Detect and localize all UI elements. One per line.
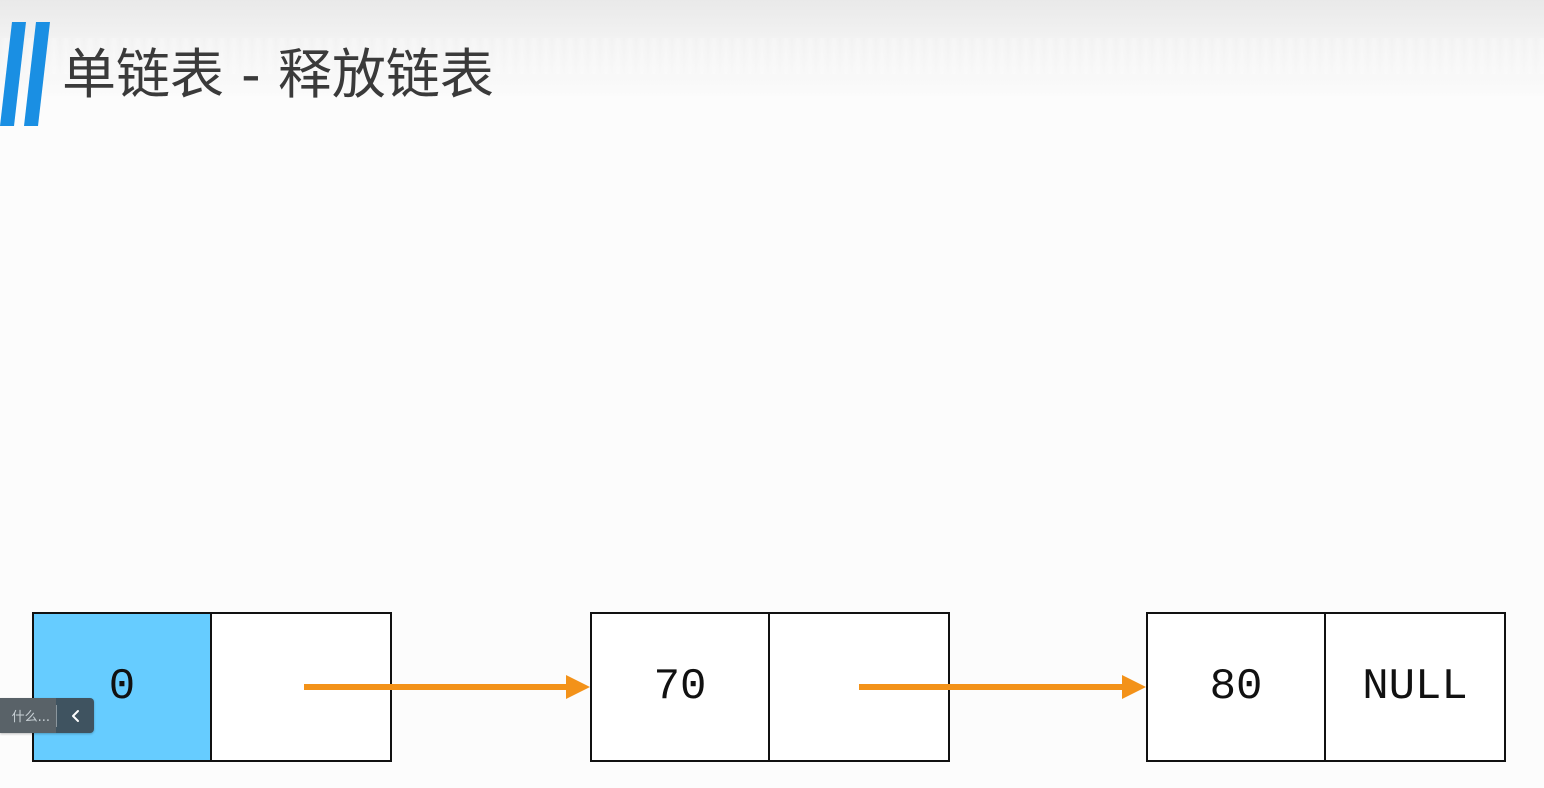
- list-node-head: 0: [32, 612, 392, 762]
- double-slash-icon: [0, 22, 50, 126]
- slide-title: 单链表 - 释放链表: [62, 43, 494, 106]
- toolbar-label[interactable]: 什么...: [0, 698, 56, 733]
- floating-toolbar: 什么...: [0, 698, 94, 733]
- list-node: 70: [590, 612, 950, 762]
- chevron-left-icon: [71, 709, 79, 722]
- node-next-cell: [212, 614, 390, 760]
- header-band: [0, 0, 1544, 96]
- node-null-cell: NULL: [1362, 662, 1468, 712]
- node-next-cell: [770, 614, 948, 760]
- node-data-cell: 0: [34, 614, 212, 760]
- toolbar-divider: [56, 704, 57, 727]
- node-data-cell: 80: [1148, 614, 1326, 760]
- collapse-button[interactable]: [57, 698, 94, 733]
- node-data-cell: 70: [592, 614, 770, 760]
- list-node-tail: 80 NULL: [1146, 612, 1506, 762]
